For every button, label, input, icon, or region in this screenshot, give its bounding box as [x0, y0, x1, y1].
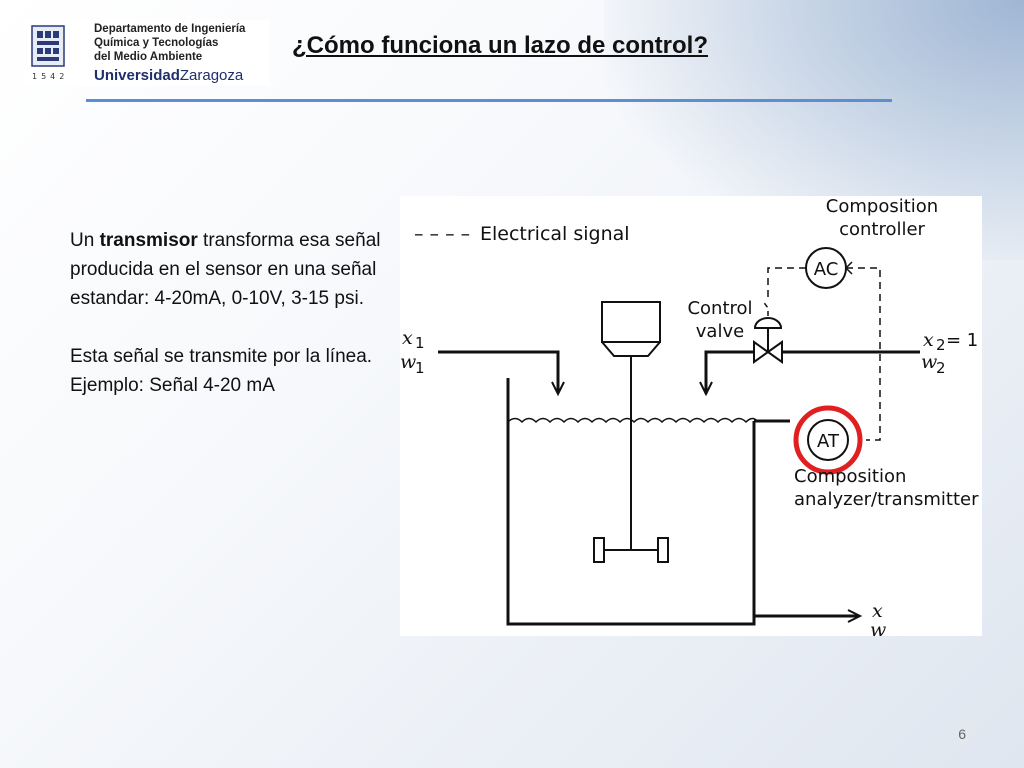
highlight-circle — [793, 405, 863, 475]
department-name: Departamento de Ingeniería Química y Tec… — [94, 22, 245, 64]
control-loop-diagram: – – – – Electrical signal AC — [400, 196, 982, 636]
analyzer-circle — [807, 419, 849, 461]
control-loop-svg: – – – – Electrical signal AC — [400, 196, 979, 636]
inlet-1-arrow-icon — [551, 381, 565, 397]
page-number: 6 — [958, 726, 966, 742]
analyzer-label-2: analyzer/transmitter — [794, 489, 979, 510]
outlet-pipe — [752, 614, 858, 624]
outlet-arrow-icon — [847, 609, 863, 623]
inlet-2-arrow-icon — [699, 381, 713, 397]
logo-year: 1542 — [32, 72, 69, 81]
controller-output-signal — [767, 267, 806, 300]
agitator-motor — [601, 301, 661, 343]
analyzer-label-1: Composition — [794, 466, 906, 487]
department-line-2: Química y Tecnologías — [94, 37, 219, 49]
slide-title: ¿Cómo funciona un lazo de control? — [292, 32, 708, 59]
inlet-1-w: w — [400, 351, 416, 373]
analyzer-tag: AT — [817, 431, 840, 452]
department-line-1: Departamento de Ingeniería — [94, 23, 246, 35]
inlet-2-w: w — [921, 351, 937, 373]
department-line-3: del Medio Ambiente — [94, 51, 203, 63]
liquid-surface — [507, 417, 759, 424]
inlet-1-pipe — [438, 350, 560, 392]
paragraph-signal: Esta señal se transmite por la línea. Ej… — [70, 346, 373, 396]
inlet-1-x-subscript: 1 — [415, 334, 425, 352]
inlet-2-x-value: = 1 — [946, 330, 978, 351]
paragraph-transmitter: Un transmisor transforma esa señal produ… — [70, 226, 390, 313]
legend-dashes: – – – – — [414, 223, 470, 245]
tank-outline — [506, 378, 756, 626]
inlet-1-w-subscript: 1 — [415, 359, 425, 377]
valve-label-2: valve — [696, 321, 744, 342]
university-logo: 1542 Departamento de Ingeniería Química … — [24, 20, 270, 86]
inlet-2-x: x — [923, 329, 934, 351]
crest-icon — [31, 25, 65, 67]
impeller-blade-left — [593, 537, 605, 563]
valve-label-1: Control — [687, 298, 752, 319]
controller-tag: AC — [814, 259, 839, 280]
outlet-x: x — [872, 600, 883, 622]
controller-label-2: controller — [839, 219, 925, 240]
valve-signal-line — [761, 299, 769, 316]
outlet-w: w — [870, 619, 886, 636]
signal-arrow-icon — [844, 261, 853, 275]
analyzer-signal-line — [846, 267, 881, 441]
university-name: UniversidadZaragoza — [94, 67, 243, 84]
controller-label-1: Composition — [826, 196, 938, 217]
inlet-2-x-subscript: 2 — [936, 336, 946, 354]
paragraph-1-prefix: Un — [70, 230, 100, 251]
inlet-2-pipe-left — [704, 350, 754, 394]
university-name-bold: Universidad — [94, 67, 180, 84]
impeller-blade-right — [657, 537, 669, 563]
title-divider — [86, 99, 892, 102]
inlet-2-w-subscript: 2 — [936, 359, 946, 377]
inlet-1-x: x — [402, 327, 413, 349]
legend-text: Electrical signal — [480, 223, 630, 245]
slide-body: Un transmisor transforma esa señal produ… — [70, 226, 390, 429]
valve-actuator — [753, 317, 783, 329]
university-name-regular: Zaragoza — [179, 67, 244, 84]
motor-base — [601, 341, 661, 357]
paragraph-1-suffix: transforma esa señal producida en el sen… — [70, 230, 381, 309]
paragraph-1-bold: transmisor — [99, 230, 198, 251]
